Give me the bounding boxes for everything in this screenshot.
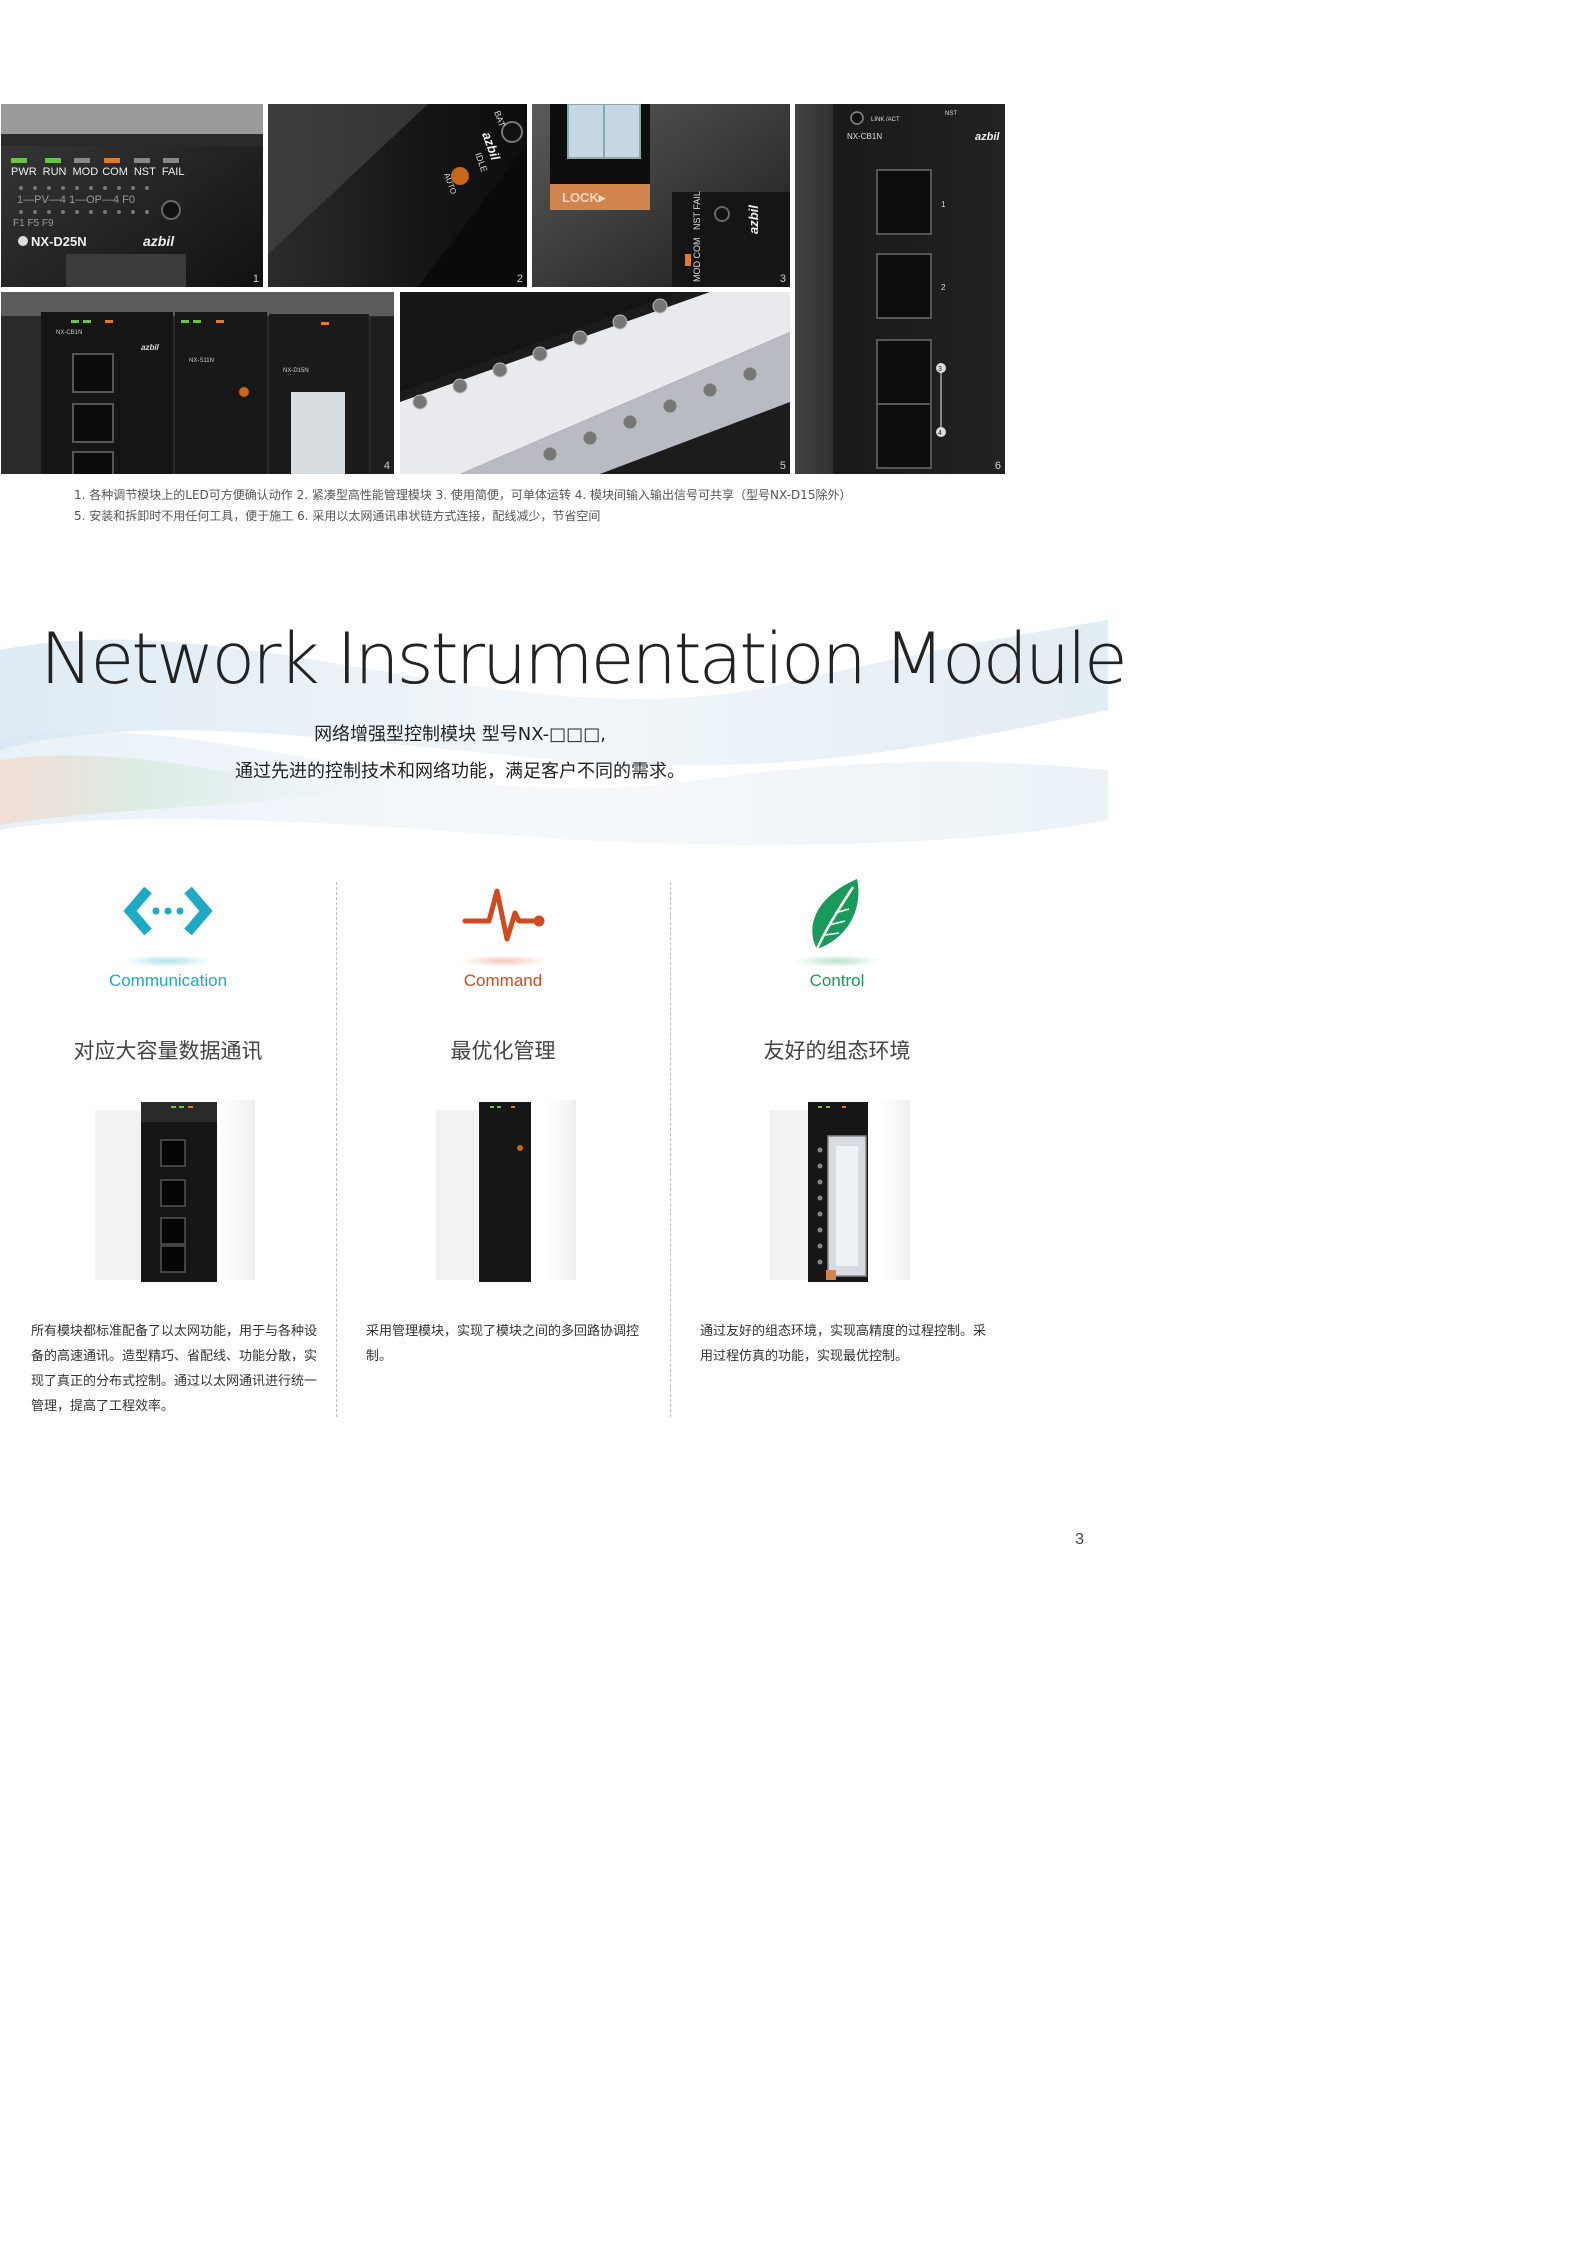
brand-logo: azbil <box>975 131 1000 143</box>
photo-caption-line-1: 1. 各种调节模块上的LED可方便确认动作 2. 紧凑型高性能管理模块 3. 使… <box>74 488 852 502</box>
led-label: FAIL <box>162 166 185 178</box>
feature-command: Command 最优化管理 采用管理模块，实现了模块之间的多回路协调控制。 <box>336 875 670 1420</box>
product-image-comm-module <box>95 1100 255 1282</box>
feature-communication: Communication 对应大容量数据通讯 所有模块都标准配备了以太网功能，… <box>1 875 335 1420</box>
feature-description: 所有模块都标准配备了以太网功能，用于与各种设备的高速通讯。造型精巧、省配线、功能… <box>31 1324 318 1414</box>
product-image-control-module <box>770 1100 910 1282</box>
feature-title-zh: 最优化管理 <box>450 1039 556 1063</box>
port-number: 2 <box>941 283 946 292</box>
feature-control: Control 友好的组态环境 通过友好的组态环境，实现高精度的过程控制。采用过… <box>670 875 1004 1420</box>
lock-label: LOCK▸ <box>562 190 607 205</box>
feature-title-en: Communication <box>108 971 228 990</box>
hero-title: Network Instrumentation Module <box>40 618 1128 700</box>
photo-terminal-block: 5 <box>400 292 790 474</box>
brand-logo: azbil <box>746 205 761 234</box>
f-labels: F1 F5 F9 <box>13 218 54 229</box>
com-mod-label: MOD COM <box>692 237 702 282</box>
icon-glow <box>123 955 213 967</box>
feature-title-zh: 对应大容量数据通讯 <box>73 1039 263 1063</box>
brand-logo: azbil <box>141 343 160 352</box>
model-label: NX-CB1N <box>847 132 882 141</box>
feature-title-en: Command <box>463 971 543 990</box>
photo-management-module: BAT IDLE AUTO azbil 2 <box>268 104 527 287</box>
photo-module-array: NX-CB1N NX-S11N NX-D15N azbil 4 <box>1 292 394 474</box>
column-divider <box>670 882 671 1417</box>
led-label: NST <box>134 166 156 178</box>
decorative-wave-background <box>0 620 1108 845</box>
model-label: NX-D25N <box>31 234 87 249</box>
photo-number: 3 <box>779 273 786 285</box>
led-label: PWR <box>11 166 37 178</box>
led-label: RUN <box>43 166 67 178</box>
led-label: MOD <box>73 166 99 178</box>
brand-logo: azbil <box>143 233 175 249</box>
hero-subtitle-line-2: 通过先进的控制技术和网络功能，满足客户不同的需求。 <box>235 761 685 782</box>
nst-label: NST <box>945 111 957 117</box>
photo-caption-line-2: 5. 安装和拆卸时不用任何工具，便于施工 6. 采用以太网通讯串状链方式连接，配… <box>74 509 601 523</box>
port-number: 1 <box>941 200 946 209</box>
pv-op-label: 1—PV—4 1—OP—4 F0 <box>17 194 135 206</box>
photo-lock-latch: LOCK▸ NST FAIL MOD COM azbil 3 <box>532 104 790 287</box>
leaf-icon <box>812 879 859 950</box>
column-divider <box>336 882 337 1417</box>
photo-number: 5 <box>779 460 786 472</box>
led-label: COM <box>102 166 128 178</box>
nst-fail-label: NST FAIL <box>692 191 702 230</box>
link-act-label: LINK /ACT <box>871 117 900 123</box>
network-arrows-icon <box>123 886 213 936</box>
icon-glow <box>458 955 548 967</box>
feature-title-en: Control <box>809 971 865 990</box>
model-label: NX-D15N <box>283 368 309 374</box>
product-image-management-module <box>436 1100 576 1282</box>
photo-number: 6 <box>994 460 1001 472</box>
feature-description: 通过友好的组态环境，实现高精度的过程控制。采用过程仿真的功能，实现最优控制。 <box>700 1324 987 1364</box>
port-number: 4 <box>938 430 942 437</box>
port-number: 3 <box>938 366 942 373</box>
icon-glow <box>792 955 882 967</box>
hero-subtitle-line-1: 网络增强型控制模块 型号NX-□□□, <box>314 724 606 745</box>
photo-number: 1 <box>252 273 259 285</box>
model-label: NX-CB1N <box>56 330 82 336</box>
model-label: NX-S11N <box>189 358 214 364</box>
photo-ethernet-ports: LINK /ACT NST NX-CB1N azbil 1 2 3 4 6 <box>795 104 1005 474</box>
heartbeat-pulse-icon <box>462 888 545 942</box>
photo-number: 2 <box>516 273 523 285</box>
feature-title-zh: 友好的组态环境 <box>763 1039 911 1063</box>
feature-description: 采用管理模块，实现了模块之间的多回路协调控制。 <box>366 1324 640 1364</box>
photo-number: 4 <box>383 460 390 472</box>
page-number: 3 <box>1075 1531 1084 1548</box>
